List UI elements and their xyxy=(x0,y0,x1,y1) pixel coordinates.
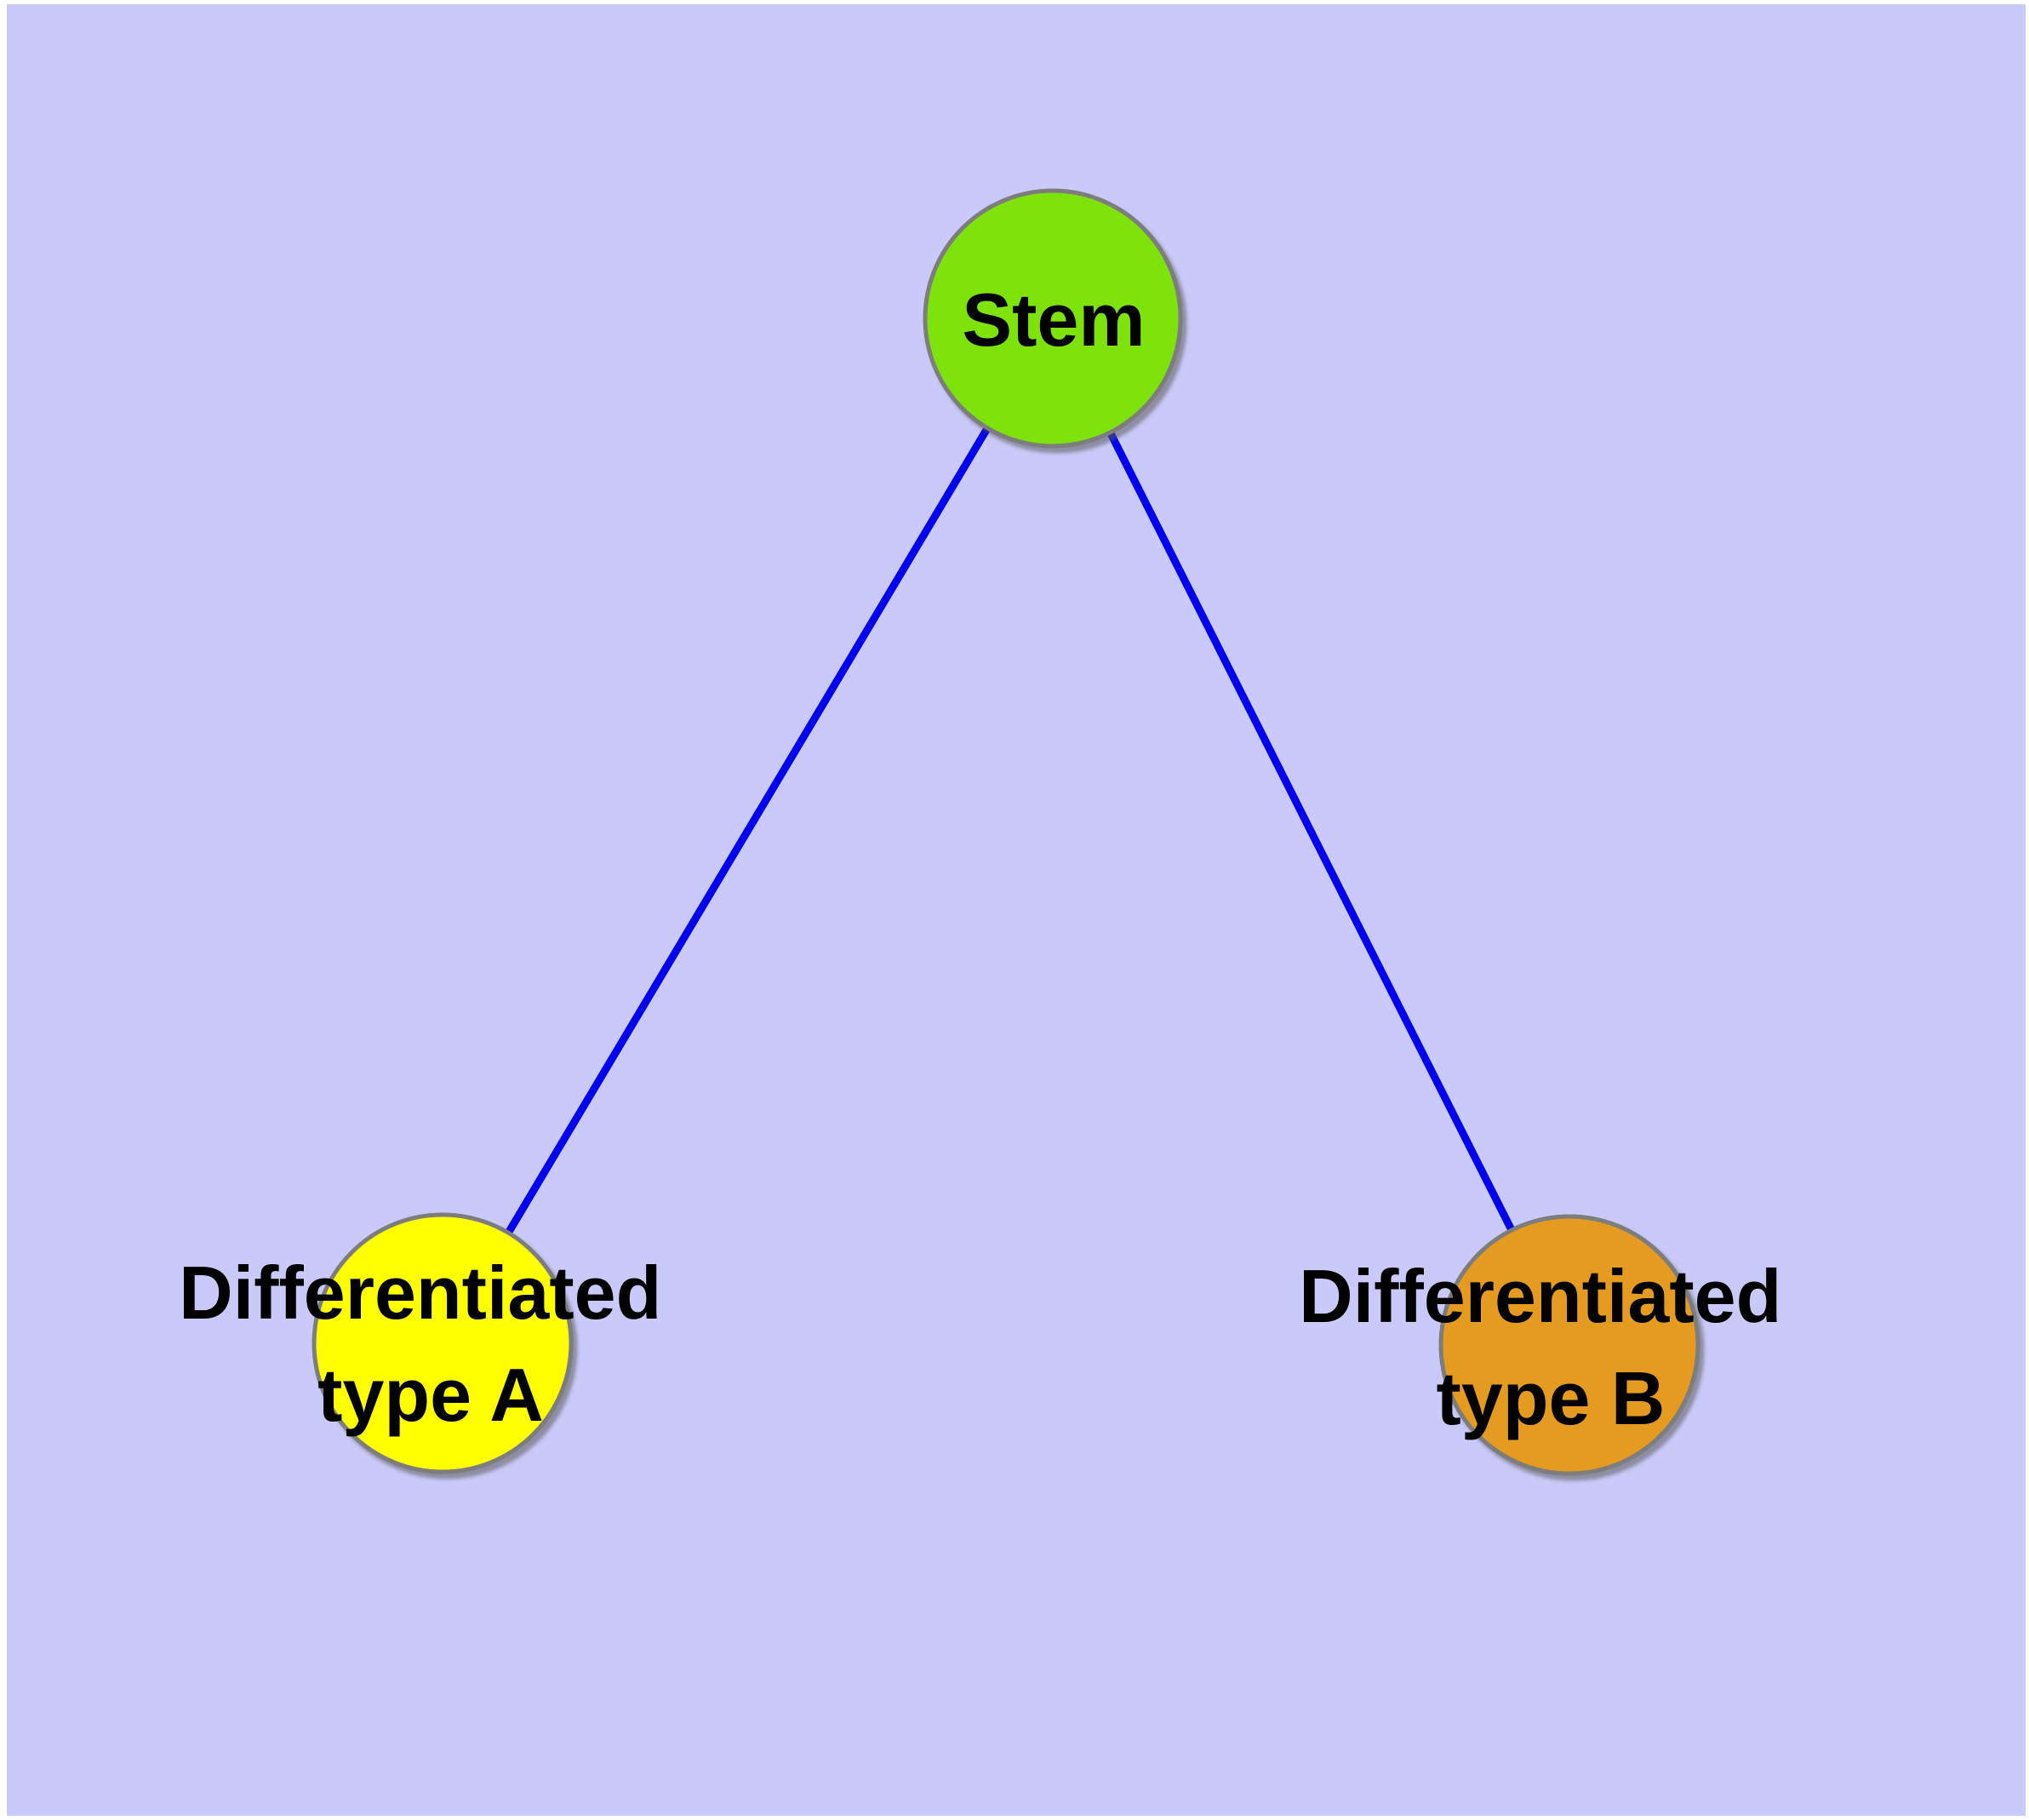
node-differentiated-type-a xyxy=(311,1212,574,1474)
node-type-a-label-line2: type A xyxy=(317,1353,544,1437)
node-stem-label: Stem xyxy=(962,278,1145,362)
node-stem xyxy=(923,188,1183,449)
edge-stem-to-type-a xyxy=(438,314,1057,1348)
node-type-b-label: Differentiated type B xyxy=(1299,1254,1803,1440)
node-type-a-label-line1: Differentiated xyxy=(179,1251,661,1335)
node-layer xyxy=(311,188,1700,1476)
node-differentiated-type-b xyxy=(1438,1214,1700,1476)
node-type-a-label: Differentiated type A xyxy=(179,1251,683,1437)
edge-layer xyxy=(438,314,1574,1349)
label-layer: Stem Differentiated type A Differentiate… xyxy=(179,278,1803,1440)
node-type-b-label-line1: Differentiated xyxy=(1299,1254,1781,1338)
edge-stem-to-type-b xyxy=(1049,314,1574,1349)
node-type-b-label-line2: type B xyxy=(1437,1356,1666,1440)
